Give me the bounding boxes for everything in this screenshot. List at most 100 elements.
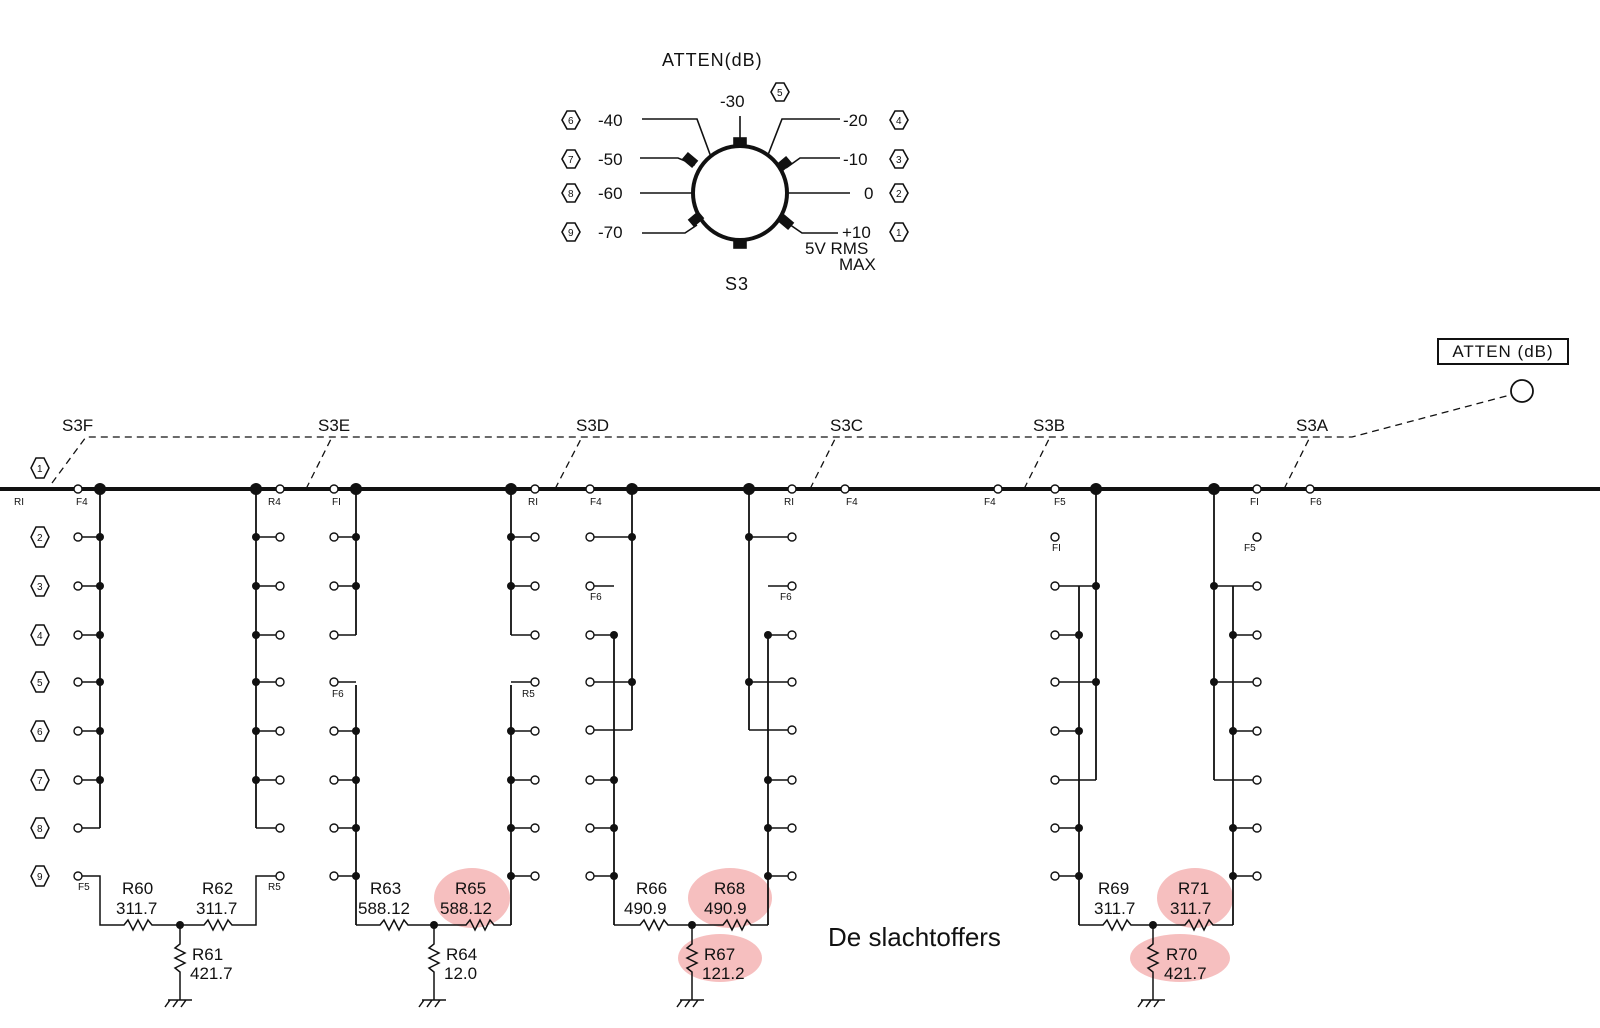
dial-num-2: 2	[896, 189, 902, 200]
highlight-layer	[434, 868, 1233, 982]
resistor-name: R68	[714, 879, 745, 898]
dial-knob	[691, 144, 789, 242]
highlight-r67	[678, 934, 762, 982]
dial-tab	[687, 210, 705, 228]
dial-num-3: 3	[896, 155, 902, 166]
dial-db-5: -30	[720, 92, 745, 111]
terminal-label: F6	[1310, 497, 1322, 508]
terminal-label: R5	[522, 689, 535, 700]
dial-num-5: 5	[777, 88, 783, 99]
resistor-value: 311.7	[1170, 899, 1211, 918]
row-number: 4	[37, 631, 43, 642]
resistor-name: R60	[122, 879, 153, 898]
caption-text: De slachtoffers	[828, 922, 1001, 952]
row-number: 9	[37, 872, 43, 883]
resistor-name: R62	[202, 879, 233, 898]
terminal-label: F6	[780, 592, 792, 603]
dial-num-8: 8	[568, 189, 574, 200]
resistor-name: R63	[370, 879, 401, 898]
resistor-value: 490.9	[624, 899, 667, 918]
deck-label-s3c: S3C	[830, 416, 863, 435]
row-number: 8	[37, 824, 43, 835]
dial-num-9: 9	[568, 228, 574, 239]
resistor-value: 311.7	[1094, 899, 1135, 918]
main-wiring	[0, 394, 1600, 1008]
highlight-r65	[434, 868, 510, 928]
dial-db-7: -50	[598, 150, 623, 169]
deck-label-s3b: S3B	[1033, 416, 1065, 435]
terminal-label: F5	[1244, 543, 1256, 554]
resistor-name: R61	[192, 945, 223, 964]
resistor-name: R64	[446, 945, 477, 964]
deck-label-s3a: S3A	[1296, 416, 1329, 435]
dial-hex-markers	[561, 82, 909, 242]
resistor-name: R71	[1178, 879, 1209, 898]
dial-db-2: 0	[864, 184, 873, 203]
terminal-label: FI	[332, 497, 341, 508]
row-number: 1	[37, 464, 43, 475]
highlight-r70	[1130, 934, 1230, 982]
terminal-label: F4	[590, 497, 602, 508]
resistor-value: 311.7	[196, 899, 237, 918]
dial-db-3: -10	[843, 150, 868, 169]
terminal-label: F6	[590, 592, 602, 603]
resistor-name: R70	[1166, 945, 1197, 964]
resistor-value: 490.9	[704, 899, 747, 918]
deck-label-s3e: S3E	[318, 416, 350, 435]
row-number: 5	[37, 678, 43, 689]
terminal-label: F5	[78, 882, 90, 893]
dial-tab	[733, 239, 747, 249]
resistor-name: R65	[455, 879, 486, 898]
dial-max-note: MAX	[839, 255, 876, 274]
highlight-r71	[1157, 868, 1233, 928]
switch-contacts	[73, 484, 1315, 881]
dial-db-8: -60	[598, 184, 623, 203]
deck-label-s3d: S3D	[576, 416, 609, 435]
terminal-label: RI	[784, 497, 794, 508]
row-number: 3	[37, 582, 43, 593]
dial-switch-label: S3	[725, 274, 749, 294]
junction-dots	[94, 483, 1237, 929]
dial-group	[640, 116, 850, 249]
resistor-value: 588.12	[440, 899, 492, 918]
dial-db-9: -70	[598, 223, 623, 242]
resistor-name: R67	[704, 945, 735, 964]
dial-tab	[681, 151, 699, 169]
atten-label-box: ATTEN (dB)	[1437, 338, 1569, 365]
dial-num-7: 7	[568, 155, 574, 166]
dial-db-1: +10	[842, 223, 871, 242]
terminal-label: F4	[984, 497, 996, 508]
terminal-label: R5	[268, 882, 281, 893]
dial-rms-note: 5V RMS	[805, 239, 868, 258]
row-number: 7	[37, 776, 43, 787]
terminal-label: F5	[1054, 497, 1066, 508]
terminal-label: FI	[1052, 543, 1061, 554]
dial-db-6: -40	[598, 111, 623, 130]
dial-num-6: 6	[568, 116, 574, 127]
resistor-value: 588.12	[358, 899, 410, 918]
dial-title: ATTEN(dB)	[662, 50, 763, 70]
resistor-name: R66	[636, 879, 667, 898]
row-number: 2	[37, 533, 43, 544]
dial-tab	[733, 137, 747, 147]
resistor-value: 12.0	[444, 964, 477, 983]
deck-label-s3f: S3F	[62, 416, 93, 435]
row-number: 6	[37, 727, 43, 738]
dial-db-4: -20	[843, 111, 868, 130]
resistor-value: 421.7	[1164, 964, 1207, 983]
dial-num-1: 1	[896, 228, 902, 239]
terminal-label: RI	[14, 497, 24, 508]
dial-num-4: 4	[896, 116, 902, 127]
highlight-r68	[688, 868, 772, 928]
terminal-label: RI	[528, 497, 538, 508]
resistor-value: 121.2	[702, 964, 745, 983]
terminal-label: FI	[1250, 497, 1259, 508]
resistor-value: 421.7	[190, 964, 233, 983]
resistor-value: 311.7	[116, 899, 157, 918]
atten-control-knob[interactable]	[1510, 379, 1534, 403]
resistor-name: R69	[1098, 879, 1129, 898]
terminal-label: F6	[332, 689, 344, 700]
terminal-label: F4	[76, 497, 88, 508]
terminal-label: F4	[846, 497, 858, 508]
